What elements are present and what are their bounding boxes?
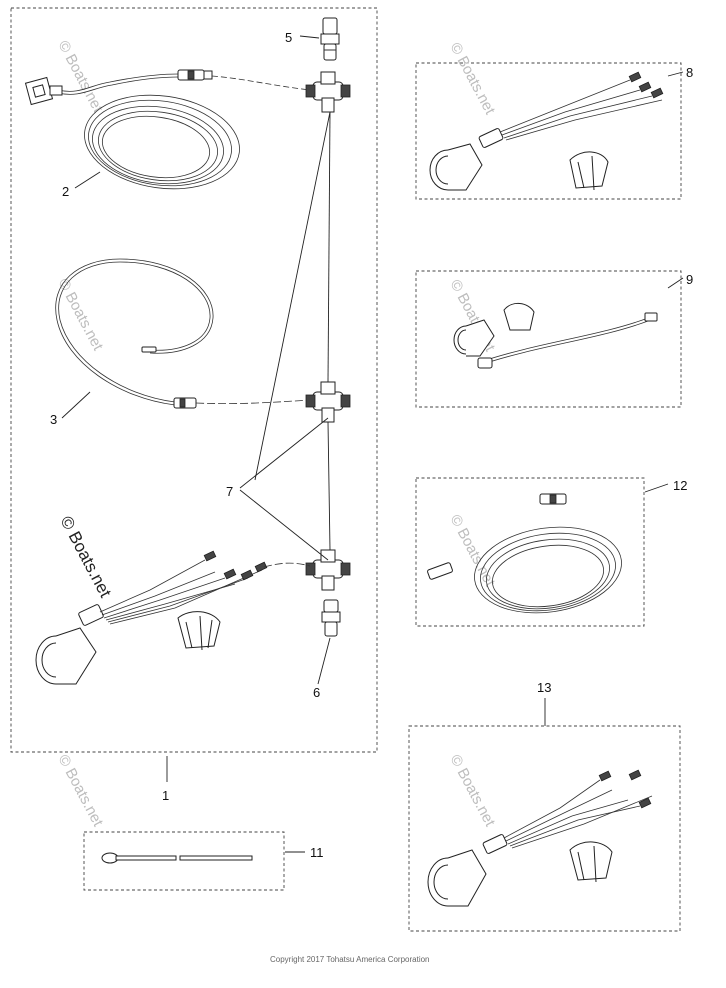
callout-3: 3 (50, 412, 57, 427)
callout-8: 8 (686, 65, 693, 80)
callout-5: 5 (285, 30, 292, 45)
part-8-gauge-harness (429, 71, 664, 191)
part-11-probe (101, 852, 253, 864)
kit-12-box (415, 477, 645, 627)
kit-8-box (415, 62, 682, 200)
watermark: © Boats.net (446, 752, 498, 830)
kit-13-box (408, 725, 681, 932)
watermark: © Boats.net (54, 752, 106, 830)
watermark: © Boats.net (446, 40, 498, 118)
part-6-terminator (321, 599, 341, 637)
watermark: © Boats.net (54, 276, 106, 354)
part-1-gauge-harness (35, 550, 311, 685)
part-12-cable (427, 493, 622, 614)
part-13-gauge-harness (427, 769, 653, 907)
t-connector (305, 549, 351, 591)
callout-6: 6 (313, 685, 320, 700)
t-connector (305, 381, 351, 423)
leader-lines (61, 35, 684, 853)
watermark-group: © Boats.net © Boats.net © Boats.net © Bo… (54, 38, 498, 830)
part-5-terminator (320, 17, 340, 61)
t-connector (305, 71, 351, 113)
kit-9-box (415, 270, 682, 408)
callout-11: 11 (310, 845, 324, 860)
callout-9: 9 (686, 272, 693, 287)
watermark: © Boats.net (56, 513, 115, 601)
callout-12: 12 (673, 478, 687, 493)
copyright-text: Copyright 2017 Tohatsu America Corporati… (270, 955, 430, 964)
part-3-cable (55, 258, 313, 409)
kit-11-box (83, 831, 285, 891)
callout-13: 13 (537, 680, 551, 695)
watermark: © Boats.net (54, 38, 106, 116)
callout-7: 7 (226, 484, 233, 499)
watermark: © Boats.net (446, 512, 498, 590)
callout-2: 2 (62, 184, 69, 199)
part-2-cable (24, 69, 311, 190)
callout-1: 1 (162, 788, 169, 803)
kit-1-box (10, 7, 378, 753)
part-9-gauge-harness (453, 303, 658, 369)
